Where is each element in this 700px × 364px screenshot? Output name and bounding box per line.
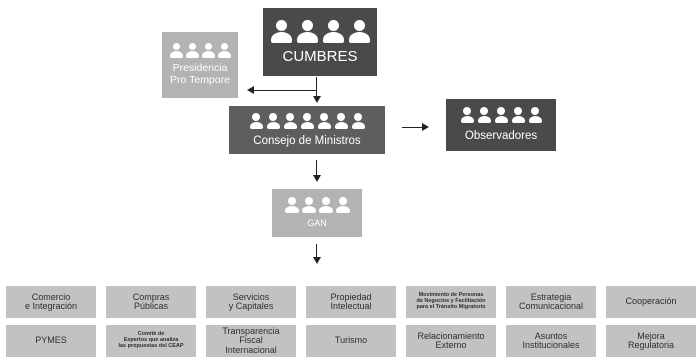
arrow-right-icon (422, 123, 429, 131)
arrow-cumbres-presidencia-line (254, 90, 316, 91)
group-turismo: Turismo (306, 325, 396, 357)
presidencia-label-line2: Pro Tempore (170, 74, 230, 86)
cumbres-box: CUMBRES (263, 8, 377, 76)
arrow-left-icon (247, 86, 254, 94)
group-relacionamiento-externo: Relacionamiento Externo (406, 325, 496, 357)
arrow-consejo-observadores-line (402, 127, 422, 128)
group-compras-publicas: Compras Públicas (106, 286, 196, 318)
group-servicios-capitales: Servicios y Capitales (206, 286, 296, 318)
group-estrategia-comunicacional: Estrategia Comunicacional (506, 286, 596, 318)
observadores-box: Observadores (446, 99, 556, 151)
people-group-icon (460, 107, 542, 124)
observadores-label: Observadores (464, 130, 538, 143)
arrow-consejo-gan-line (316, 160, 317, 176)
group-comite-expertos: Comité de Expertos que analiza las propu… (106, 325, 196, 357)
group-propiedad-intelectual: Propiedad Intelectual (306, 286, 396, 318)
group-asuntos-institucionales: Asuntos Institucionales (506, 325, 596, 357)
people-group-icon (169, 43, 231, 59)
consejo-de-ministros-box: Consejo de Ministros (229, 106, 385, 154)
arrow-down-icon (313, 96, 321, 103)
gan-label: GAN (307, 218, 327, 229)
group-transparencia-fiscal: Transparencia Fiscal Internacional (206, 325, 296, 357)
presidencia-label-line1: Presidencia (172, 62, 228, 75)
people-group-icon (249, 112, 365, 129)
presidencia-pro-tempore-box: Presidencia Pro Tempore (162, 32, 238, 98)
group-mejora-regulatoria: Mejora Regulatoria (606, 325, 696, 357)
group-comercio-integracion: Comercio e Integración (6, 286, 96, 318)
group-pymes: PYMES (6, 325, 96, 357)
gan-box: GAN (272, 189, 362, 237)
consejo-label: Consejo de Ministros (253, 134, 361, 147)
group-cooperacion: Cooperación (606, 286, 696, 318)
people-group-icon (284, 197, 350, 214)
arrow-cumbres-consejo-line (316, 77, 317, 97)
arrow-gan-groups-line (316, 244, 317, 258)
working-groups-grid: Comercio e Integración Compras Públicas … (6, 286, 696, 357)
arrow-down-icon (313, 257, 321, 264)
cumbres-label: CUMBRES (282, 48, 358, 66)
group-movimiento-personas: Movimiento de Personas de Negocios y Fac… (406, 286, 496, 318)
people-group-icon (270, 20, 370, 44)
arrow-down-icon (313, 175, 321, 182)
